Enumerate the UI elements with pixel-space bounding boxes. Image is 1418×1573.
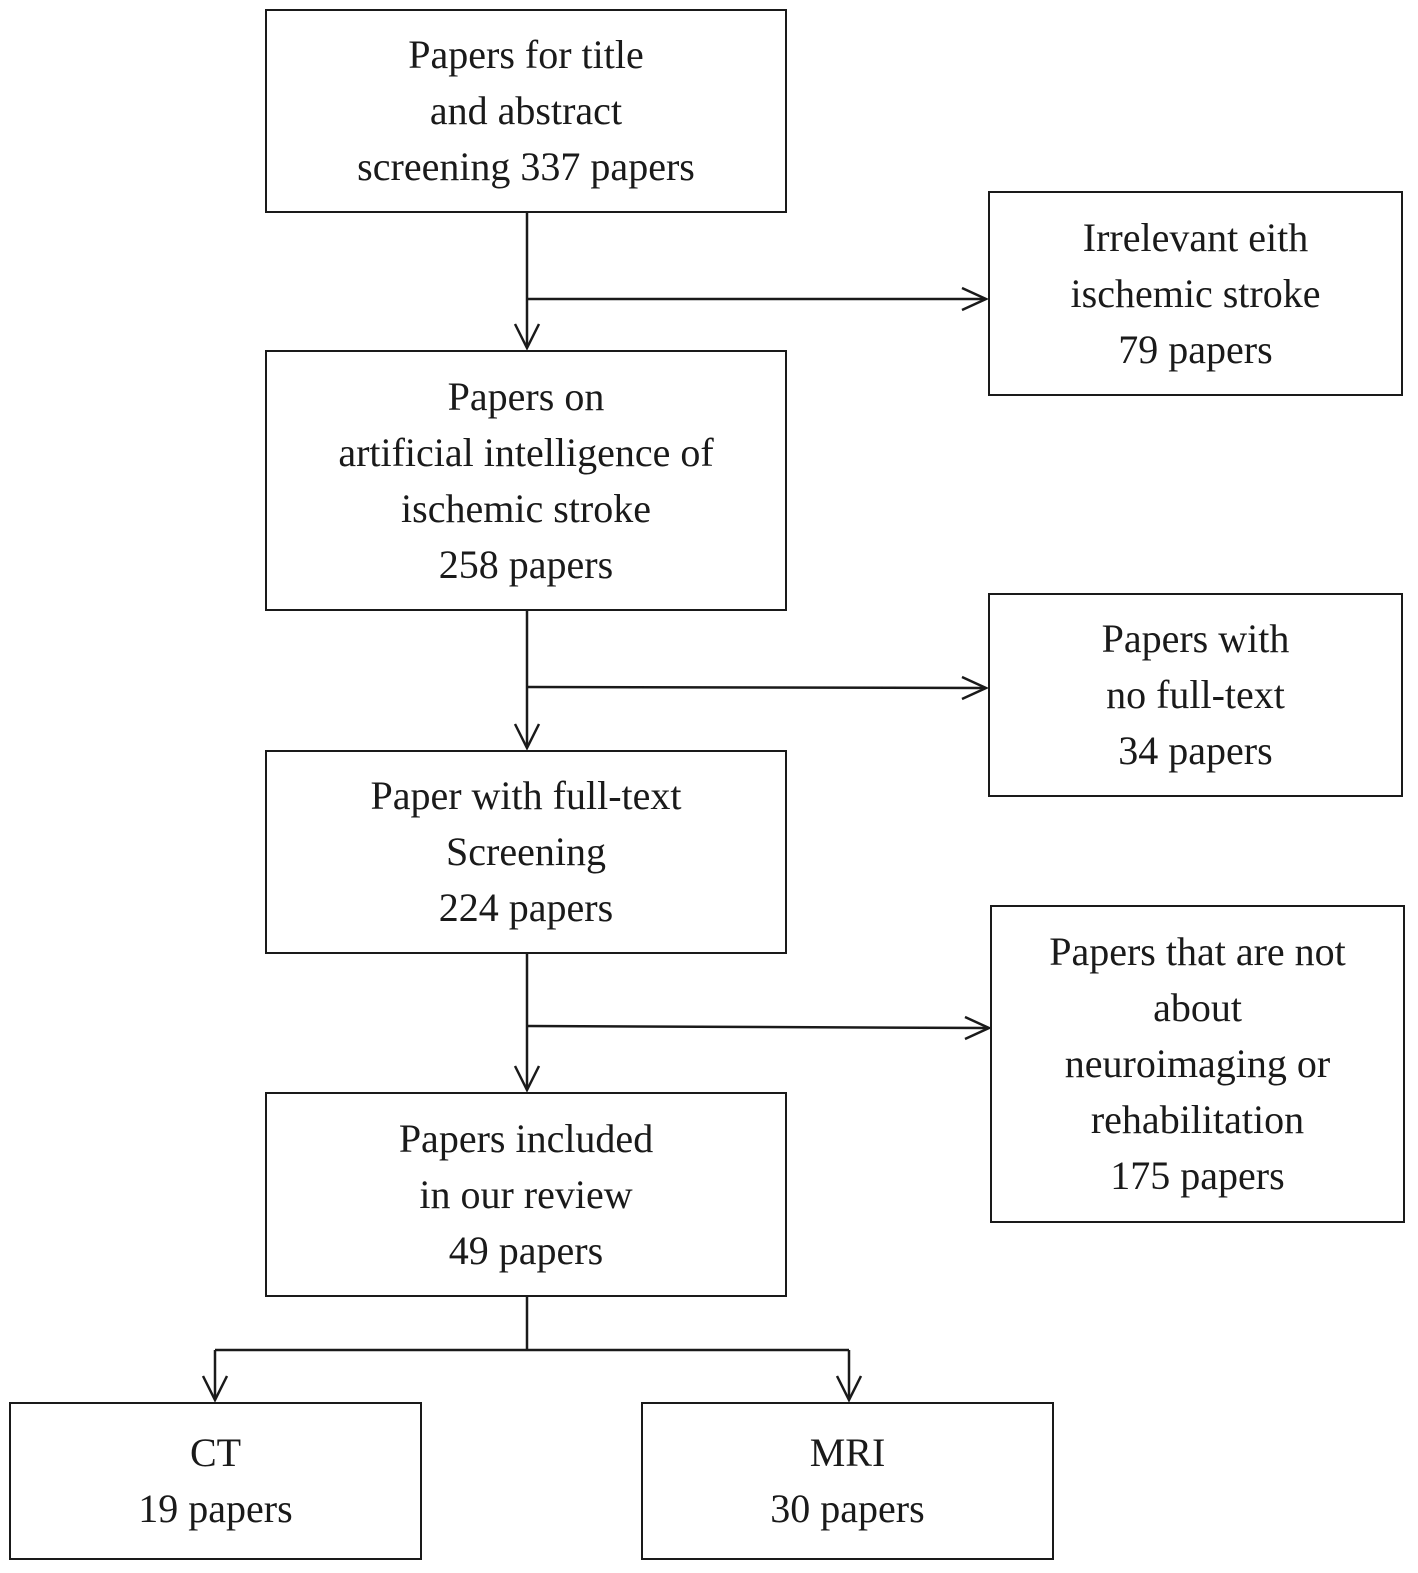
ai-papers-line-2: artificial intelligence of	[338, 429, 714, 475]
arrowhead-not-about	[964, 1015, 993, 1041]
screening-line-2: and abstract	[429, 88, 623, 133]
included-line-1: Papers included	[398, 1115, 654, 1161]
included-line-2: in our review	[419, 1171, 633, 1217]
irrelevant-line-1: Irrelevant eith	[1082, 214, 1309, 260]
included-line-3: 49 papers	[448, 1227, 604, 1273]
screening-box: Papers for title and abstract screening …	[265, 9, 787, 213]
ai-papers-box: Papers on artificial intelligence of isc…	[265, 350, 787, 611]
arrowhead-mri	[835, 1375, 863, 1403]
not-about-line-5: 175 papers	[1110, 1153, 1285, 1198]
fulltext-box: Paper with full-text Screening 224 paper…	[265, 750, 787, 954]
arrowhead-no-fulltext	[961, 675, 990, 701]
connector-to-not-about	[526, 1024, 990, 1030]
ai-papers-line-4: 258 papers	[438, 541, 614, 587]
no-fulltext-line-3: 34 papers	[1118, 728, 1273, 773]
ct-box: CT 19 papers	[9, 1402, 422, 1560]
arrowhead-ai-papers	[513, 323, 541, 351]
arrowhead-included	[513, 1065, 541, 1093]
fulltext-line-3: 224 papers	[438, 885, 614, 930]
irrelevant-box: Irrelevant eith ischemic stroke 79 paper…	[988, 191, 1403, 396]
screening-line-3: screening 337 papers	[357, 144, 695, 189]
ai-papers-line-1: Papers on	[447, 373, 605, 419]
fulltext-line-1: Paper with full-text	[370, 773, 682, 818]
ct-line-1: CT	[189, 1430, 242, 1475]
no-fulltext-line-1: Papers with	[1101, 616, 1290, 661]
included-box: Papers included in our review 49 papers	[265, 1092, 787, 1297]
mri-line-2: 30 papers	[770, 1486, 925, 1531]
ct-line-2: 19 papers	[138, 1486, 293, 1531]
arrowhead-fulltext	[513, 723, 541, 751]
not-about-line-3: neuroimaging or	[1064, 1041, 1331, 1086]
mri-line-1: MRI	[809, 1430, 886, 1475]
connector-to-no-fulltext	[526, 685, 987, 690]
mri-box: MRI 30 papers	[641, 1402, 1054, 1560]
screening-line-1: Papers for title	[408, 32, 644, 77]
not-about-line-2: about	[1153, 985, 1242, 1030]
not-about-line-4: rehabilitation	[1090, 1097, 1305, 1142]
not-about-line-1: Papers that are not	[1049, 929, 1346, 974]
irrelevant-line-2: ischemic stroke	[1070, 270, 1321, 316]
arrowhead-ct	[201, 1375, 229, 1403]
ai-papers-line-3: ischemic stroke	[401, 485, 651, 531]
no-fulltext-box: Papers with no full-text 34 papers	[988, 593, 1403, 797]
fulltext-line-2: Screening	[446, 829, 606, 874]
irrelevant-line-3: 79 papers	[1118, 326, 1273, 372]
arrowhead-irrelevant	[961, 286, 990, 312]
not-about-box: Papers that are not about neuroimaging o…	[990, 905, 1405, 1223]
no-fulltext-line-2: no full-text	[1106, 672, 1285, 717]
